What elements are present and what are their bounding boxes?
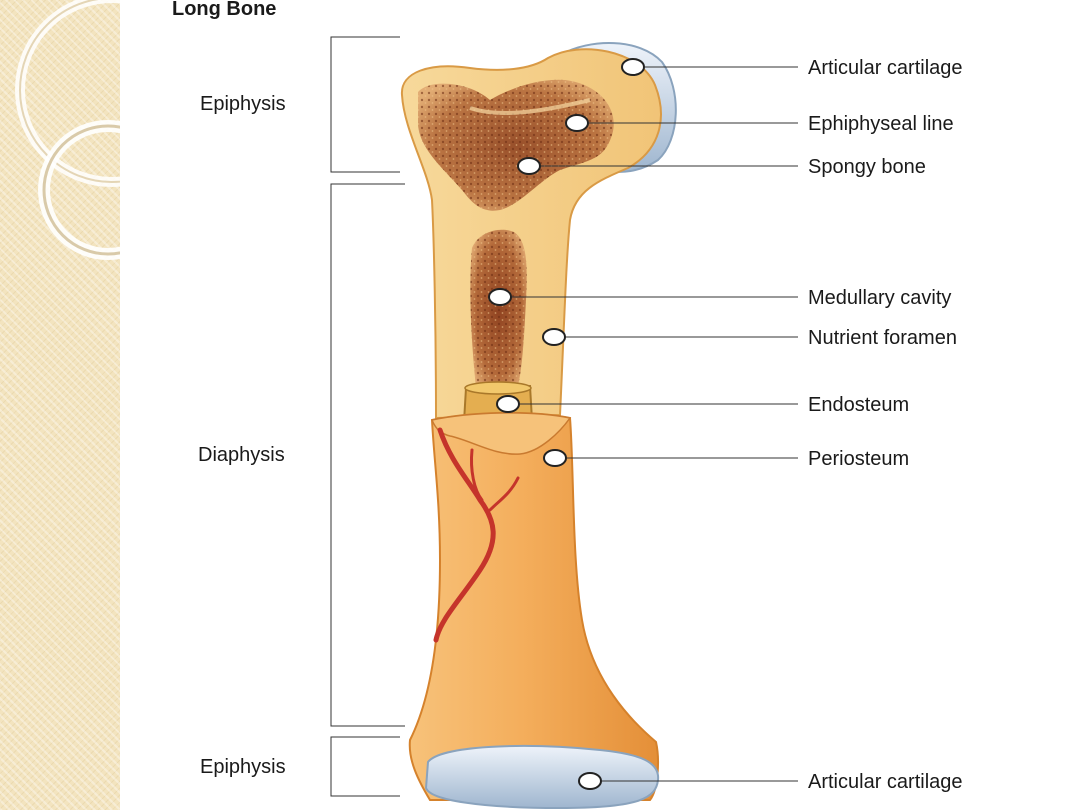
artery-branch-1 [470,448,484,502]
bracket-proximal-epiphysis [330,36,400,173]
callout-label-endosteum: Endosteum [808,394,910,416]
callout-label-nutrient-foramen: Nutrient foramen [808,327,957,349]
region-label-proximal-epiphysis: Epiphysis [200,93,286,115]
artery-branch-2 [488,476,520,512]
medullary-texture [470,229,527,388]
callout-dot-spongy-bone [517,157,541,175]
bracket-distal-epiphysis [330,736,400,797]
callout-dot-epiphyseal-line [565,114,589,132]
leader-lines [500,66,798,782]
endosteum-top [464,381,532,395]
diagram-title: Long Bone [172,0,277,20]
region-label-diaphysis: Diaphysis [198,444,285,466]
callout-label-articular-cartilage-top: Articular cartilage [808,57,963,79]
callout-label-spongy-bone: Spongy bone [808,156,926,178]
callout-label-epiphyseal-line: Ephiphyseal line [808,113,954,135]
callout-label-medullary-cavity: Medullary cavity [808,287,952,309]
diaphysis-outer-bone [408,411,659,801]
decorative-side-panel [0,0,120,810]
callout-dots [488,58,645,790]
region-label-distal-epiphysis: Epiphysis [200,756,286,778]
callout-label-articular-cartilage-bottom: Articular cartilage [808,771,963,793]
epiphyseal-line [469,98,591,116]
callout-dot-medullary-cavity [488,288,512,306]
callout-dot-articular-cartilage-top [621,58,645,76]
callout-label-periosteum: Periosteum [808,448,910,470]
spongy-texture [418,79,614,211]
decorative-rings [15,0,120,260]
distal-articular-cartilage [424,745,660,810]
callout-dot-periosteum [543,449,567,467]
callout-dot-nutrient-foramen [542,328,566,346]
nutrient-artery [433,427,496,643]
callout-dot-endosteum [496,395,520,413]
bracket-diaphysis [330,183,405,727]
callout-dot-articular-cartilage-bottom [578,772,602,790]
